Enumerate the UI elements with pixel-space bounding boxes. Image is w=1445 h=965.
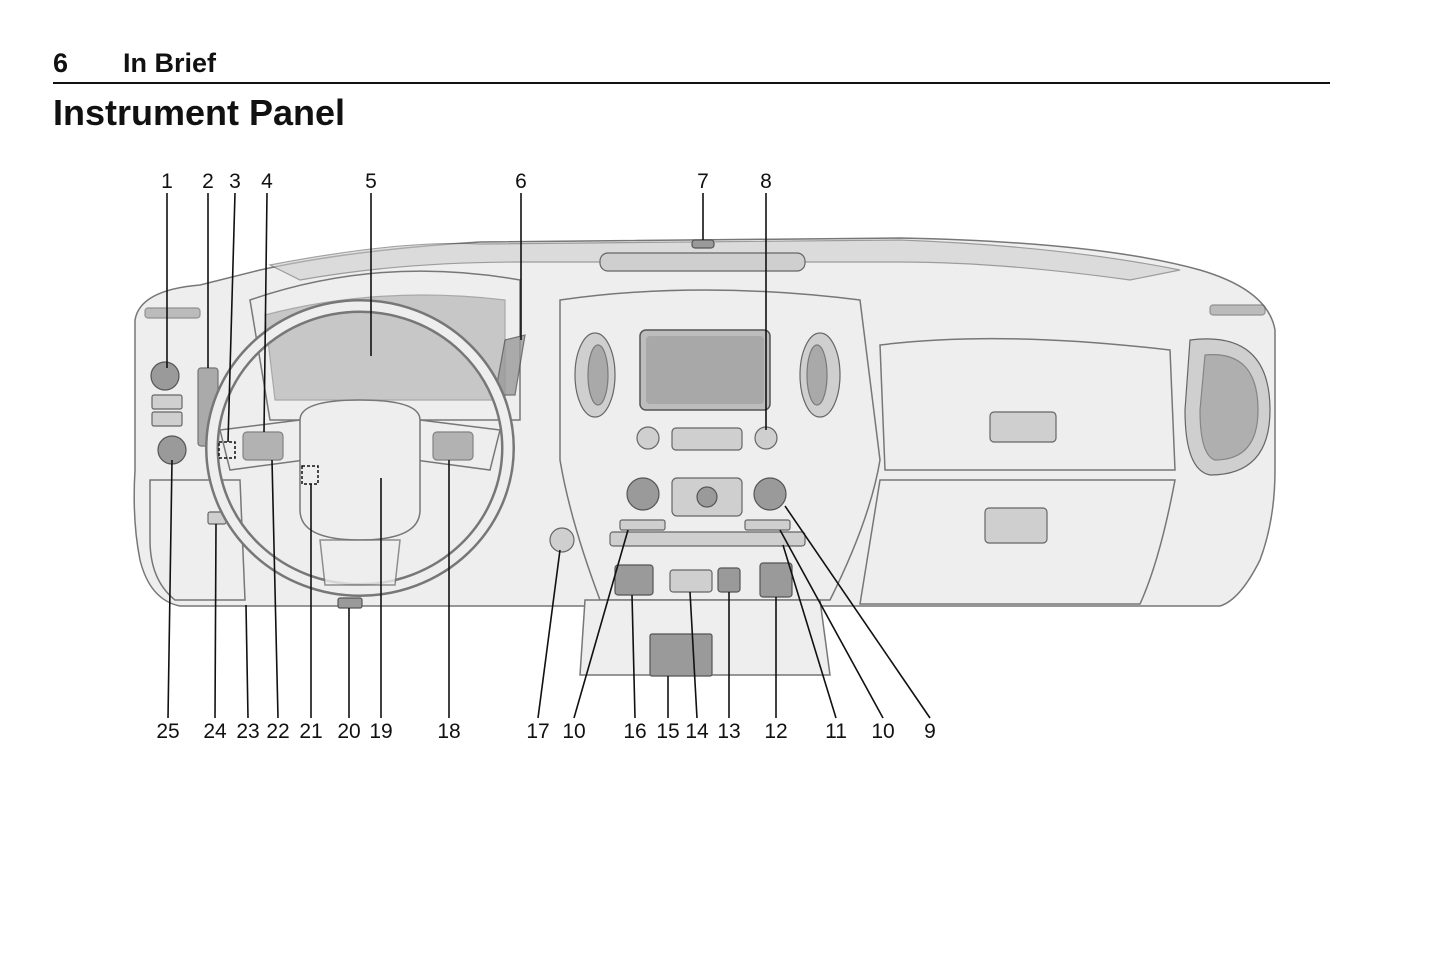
- top-leader-lines: [166, 192, 767, 443]
- page-number: 6: [53, 48, 69, 78]
- bottom-leader-lines: [167, 459, 931, 719]
- callout-11: 11: [825, 720, 847, 743]
- callout-10-right: 10: [871, 720, 894, 743]
- callout-15: 15: [656, 720, 679, 743]
- callout-20: 20: [337, 720, 360, 743]
- callout-7: 7: [697, 170, 709, 193]
- callout-18: 18: [437, 720, 460, 743]
- callout-10-left: 10: [562, 720, 585, 743]
- callout-5: 5: [365, 170, 377, 193]
- top-callout-labels: 1 2 3 4 5 6 7 8: [161, 170, 772, 193]
- page-header: 6 In Brief: [53, 46, 1330, 84]
- callout-25: 25: [156, 720, 179, 743]
- callout-1: 1: [161, 170, 173, 193]
- callout-24: 24: [203, 720, 227, 743]
- callout-17: 17: [526, 720, 549, 743]
- callout-2: 2: [202, 170, 214, 193]
- callout-12: 12: [764, 720, 787, 743]
- page-title: Instrument Panel: [53, 92, 346, 133]
- dashboard-drawing: [133, 237, 1276, 677]
- section-title: In Brief: [123, 48, 217, 78]
- callout-6: 6: [515, 170, 527, 193]
- bottom-callout-labels: 25 24 23 22 21 20 19 18 17 10 16 15 14 1…: [156, 720, 936, 743]
- callout-16: 16: [623, 720, 646, 743]
- callout-3: 3: [229, 170, 241, 193]
- callout-8: 8: [760, 170, 772, 193]
- callout-21: 21: [299, 720, 322, 743]
- callout-9: 9: [924, 720, 936, 743]
- callout-14: 14: [685, 720, 709, 743]
- callout-23: 23: [236, 720, 259, 743]
- callout-4: 4: [261, 170, 273, 193]
- callout-22: 22: [266, 720, 289, 743]
- callout-19: 19: [369, 720, 392, 743]
- callout-13: 13: [717, 720, 740, 743]
